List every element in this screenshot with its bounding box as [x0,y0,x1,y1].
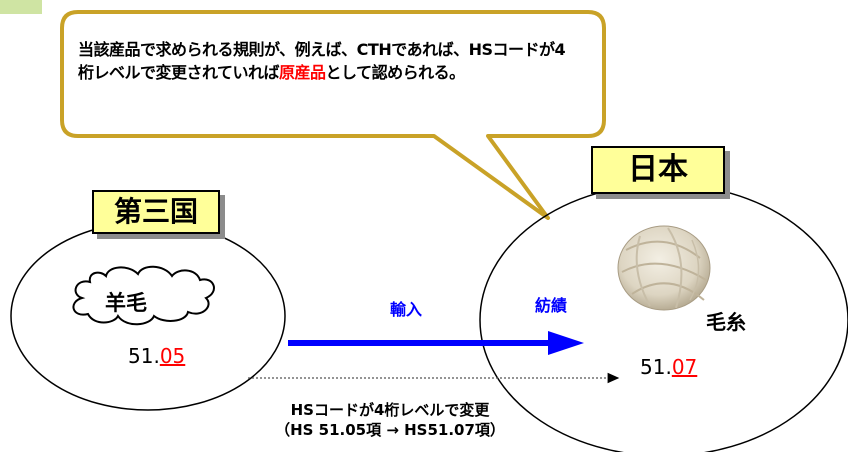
japan-label: 日本 [591,146,725,194]
hs-code-from: 51.05 [128,344,185,368]
footnote: HSコードが4桁レベルで変更 （HS 51.05項 → HS51.07項） [180,400,600,440]
third-country-label: 第三国 [92,190,220,234]
spinning-label: 紡績 [535,296,568,315]
import-label: 輸入 [390,300,423,319]
yarn-ball-image [617,225,711,311]
wool-cloud-shape [72,265,215,326]
wool-label: 羊毛 [105,291,147,315]
footnote-line-2: （HS 51.05項 → HS51.07項） [275,421,505,439]
hs-code-to-prefix: 51. [640,355,672,379]
hs-code-from-highlight: 05 [159,344,186,368]
import-arrow-head [548,331,584,355]
callout-text-main: 当該産品で求められる規則が、例えば、CTHであれば、HSコードが4桁レベルで変更… [78,40,566,82]
callout-highlight-origin-goods: 原産品 [279,63,326,82]
hs-code-from-prefix: 51. [128,344,160,368]
hs-code-to-highlight: 07 [671,355,698,379]
footnote-line-1: HSコードが4桁レベルで変更 [290,401,490,419]
callout-bubble [60,10,606,220]
hs-code-to: 51.07 [640,355,697,379]
callout-text-tail: として認められる。 [325,63,466,82]
callout-text: 当該産品で求められる規則が、例えば、CTHであれば、HSコードが4桁レベルで変更… [78,38,578,84]
yarn-label: 毛糸 [706,310,746,334]
header-tab-strip [0,0,42,14]
